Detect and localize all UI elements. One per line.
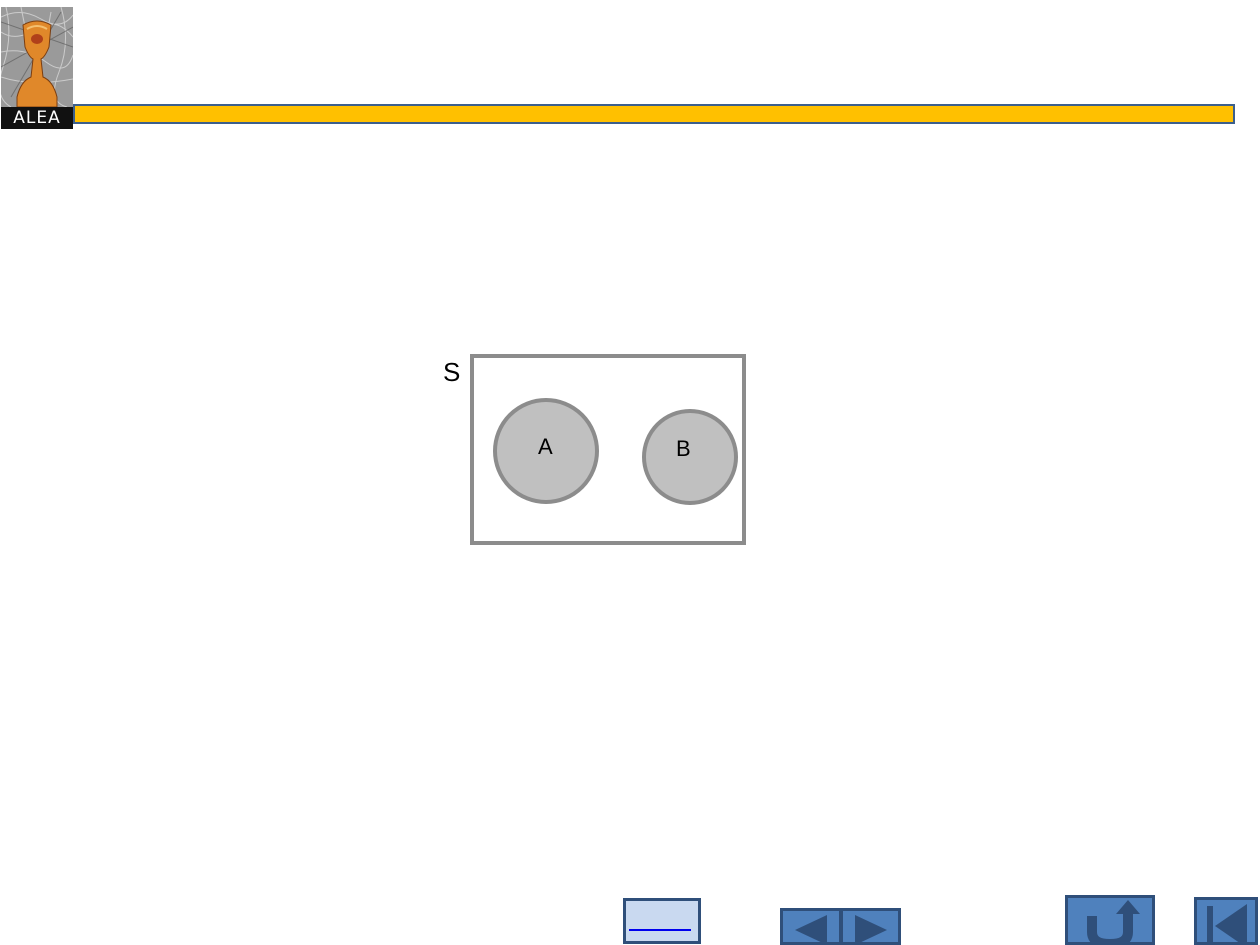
logo-figure-image [1, 7, 73, 107]
skip-to-start-icon [1207, 904, 1247, 942]
event-a-circle [493, 398, 599, 504]
home-link-button[interactable] [623, 898, 701, 944]
next-slide-button[interactable] [840, 908, 901, 945]
event-a-label: A [538, 434, 553, 459]
event-b-label: B [676, 436, 691, 461]
logo-text: ALEA [1, 107, 73, 129]
return-button[interactable] [1065, 895, 1155, 945]
event-b-circle [642, 409, 738, 505]
header-banner-bar [73, 104, 1235, 124]
link-icon [629, 929, 691, 931]
alea-logo: ALEA [1, 7, 73, 129]
venn-diagram: A B [470, 354, 746, 545]
triangle-right-icon [855, 915, 887, 942]
first-slide-button[interactable] [1194, 897, 1258, 945]
universe-label: S [443, 357, 461, 387]
previous-slide-button[interactable] [780, 908, 842, 945]
u-turn-arrow-icon [1087, 900, 1140, 942]
triangle-left-icon [795, 915, 827, 942]
